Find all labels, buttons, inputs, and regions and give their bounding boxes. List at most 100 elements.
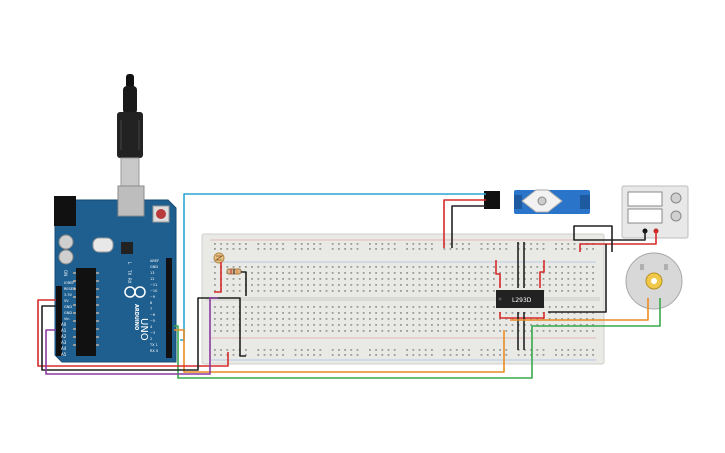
breadboard-hole[interactable] bbox=[524, 312, 526, 314]
breadboard-hole[interactable] bbox=[579, 290, 582, 292]
breadboard-hole[interactable] bbox=[288, 290, 291, 292]
breadboard-hole[interactable] bbox=[288, 318, 291, 320]
breadboard-hole[interactable] bbox=[536, 248, 539, 250]
breadboard-hole[interactable] bbox=[555, 324, 557, 326]
breadboard-hole[interactable] bbox=[214, 318, 216, 320]
breadboard-hole[interactable] bbox=[362, 278, 365, 280]
wire-black-ps[interactable] bbox=[573, 225, 646, 252]
breadboard-hole[interactable] bbox=[555, 266, 557, 268]
breadboard-hole[interactable] bbox=[294, 243, 297, 245]
breadboard-hole[interactable] bbox=[443, 266, 446, 268]
breadboard-hole[interactable] bbox=[307, 284, 309, 286]
breadboard-hole[interactable] bbox=[387, 248, 390, 250]
breadboard-hole[interactable] bbox=[412, 318, 415, 320]
breadboard-hole[interactable] bbox=[437, 266, 439, 268]
breadboard-hole[interactable] bbox=[431, 290, 433, 292]
breadboard-hole[interactable] bbox=[400, 290, 402, 292]
breadboard-hole[interactable] bbox=[555, 243, 557, 245]
breadboard-hole[interactable] bbox=[431, 354, 433, 356]
breadboard-hole[interactable] bbox=[468, 284, 470, 286]
breadboard-hole[interactable] bbox=[294, 290, 297, 292]
breadboard-hole[interactable] bbox=[232, 278, 235, 280]
breadboard-hole[interactable] bbox=[579, 330, 582, 332]
breadboard-hole[interactable] bbox=[245, 243, 247, 245]
breadboard-hole[interactable] bbox=[431, 318, 433, 320]
breadboard-hole[interactable] bbox=[356, 349, 359, 351]
breadboard-hole[interactable] bbox=[567, 266, 570, 268]
breadboard-hole[interactable] bbox=[214, 278, 216, 280]
breadboard-hole[interactable] bbox=[505, 349, 508, 351]
breadboard-hole[interactable] bbox=[344, 330, 346, 332]
breadboard-hole[interactable] bbox=[462, 272, 464, 274]
breadboard-hole[interactable] bbox=[418, 272, 421, 274]
breadboard-hole[interactable] bbox=[511, 324, 514, 326]
breadboard-hole[interactable] bbox=[393, 312, 396, 314]
breadboard-hole[interactable] bbox=[579, 354, 582, 356]
breadboard-hole[interactable] bbox=[592, 284, 594, 286]
breadboard-hole[interactable] bbox=[344, 278, 346, 280]
breadboard-hole[interactable] bbox=[443, 324, 446, 326]
breadboard-hole[interactable] bbox=[480, 290, 483, 292]
breadboard-hole[interactable] bbox=[486, 272, 489, 274]
breadboard-hole[interactable] bbox=[350, 330, 353, 332]
breadboard-hole[interactable] bbox=[381, 349, 384, 351]
breadboard-hole[interactable] bbox=[325, 266, 328, 268]
breadboard-hole[interactable] bbox=[480, 266, 483, 268]
breadboard-hole[interactable] bbox=[387, 349, 390, 351]
breadboard-hole[interactable] bbox=[387, 278, 390, 280]
breadboard-hole[interactable] bbox=[251, 266, 253, 268]
breadboard-hole[interactable] bbox=[468, 306, 470, 308]
breadboard-hole[interactable] bbox=[325, 312, 328, 314]
breadboard-hole[interactable] bbox=[493, 349, 495, 351]
breadboard-hole[interactable] bbox=[567, 312, 570, 314]
breadboard-hole[interactable] bbox=[499, 248, 501, 250]
breadboard-hole[interactable] bbox=[375, 312, 377, 314]
breadboard-hole[interactable] bbox=[325, 290, 328, 292]
breadboard-hole[interactable] bbox=[406, 312, 408, 314]
breadboard-hole[interactable] bbox=[387, 290, 390, 292]
breadboard-hole[interactable] bbox=[418, 278, 421, 280]
breadboard-hole[interactable] bbox=[375, 248, 377, 250]
breadboard-hole[interactable] bbox=[319, 248, 322, 250]
breadboard-hole[interactable] bbox=[443, 330, 446, 332]
breadboard-hole[interactable] bbox=[486, 318, 489, 320]
breadboard-hole[interactable] bbox=[449, 243, 452, 245]
breadboard-hole[interactable] bbox=[313, 248, 315, 250]
breadboard-hole[interactable] bbox=[294, 278, 297, 280]
breadboard-hole[interactable] bbox=[561, 324, 563, 326]
breadboard-hole[interactable] bbox=[592, 266, 594, 268]
breadboard-hole[interactable] bbox=[232, 290, 235, 292]
breadboard-hole[interactable] bbox=[474, 330, 477, 332]
breadboard-hole[interactable] bbox=[474, 272, 477, 274]
breadboard-hole[interactable] bbox=[443, 284, 446, 286]
breadboard-hole[interactable] bbox=[350, 312, 353, 314]
breadboard-hole[interactable] bbox=[480, 284, 483, 286]
breadboard-hole[interactable] bbox=[455, 354, 458, 356]
breadboard-hole[interactable] bbox=[542, 272, 545, 274]
breadboard-hole[interactable] bbox=[282, 290, 284, 292]
breadboard-hole[interactable] bbox=[542, 278, 545, 280]
breadboard-hole[interactable] bbox=[282, 272, 284, 274]
breadboard-hole[interactable] bbox=[307, 272, 309, 274]
breadboard-hole[interactable] bbox=[257, 290, 260, 292]
breadboard-hole[interactable] bbox=[319, 354, 322, 356]
breadboard-hole[interactable] bbox=[536, 324, 539, 326]
breadboard-hole[interactable] bbox=[542, 248, 545, 250]
breadboard-hole[interactable] bbox=[344, 318, 346, 320]
breadboard-hole[interactable] bbox=[437, 324, 439, 326]
breadboard-hole[interactable] bbox=[573, 324, 576, 326]
breadboard-hole[interactable] bbox=[387, 312, 390, 314]
breadboard-hole[interactable] bbox=[220, 243, 222, 245]
breadboard-hole[interactable] bbox=[319, 312, 322, 314]
wire-red-servo[interactable] bbox=[443, 199, 486, 248]
breadboard-hole[interactable] bbox=[325, 318, 328, 320]
breadboard-hole[interactable] bbox=[530, 354, 532, 356]
breadboard-hole[interactable] bbox=[319, 349, 322, 351]
breadboard-hole[interactable] bbox=[350, 290, 353, 292]
breadboard-hole[interactable] bbox=[393, 349, 396, 351]
breadboard-hole[interactable] bbox=[505, 272, 508, 274]
breadboard-hole[interactable] bbox=[226, 312, 229, 314]
breadboard-hole[interactable] bbox=[561, 349, 563, 351]
breadboard-hole[interactable] bbox=[462, 330, 464, 332]
